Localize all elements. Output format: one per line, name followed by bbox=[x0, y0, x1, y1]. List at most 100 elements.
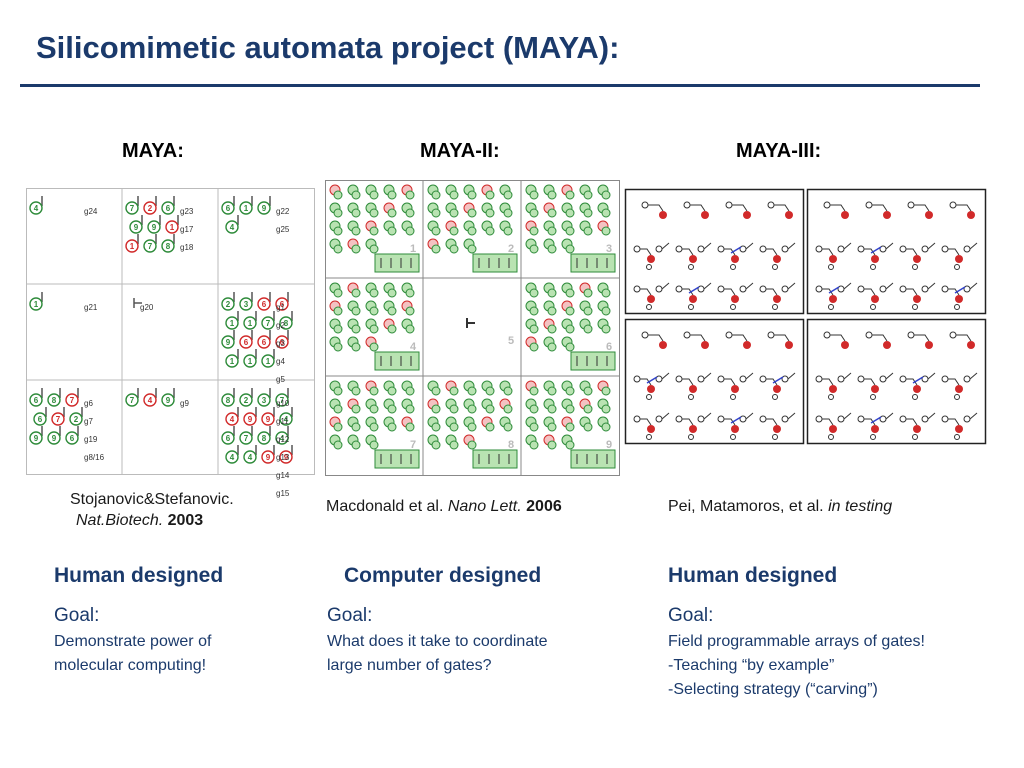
gate-input-circle bbox=[963, 245, 971, 253]
gate-input-circle bbox=[449, 404, 459, 414]
gate-input-circle bbox=[529, 288, 539, 298]
gate-label: g5 bbox=[276, 375, 285, 384]
gate-input-circle bbox=[547, 404, 557, 414]
gate-stem bbox=[724, 248, 736, 256]
gate-input-number: 6 bbox=[226, 434, 231, 443]
gate-input-circle bbox=[633, 375, 641, 383]
gate-input-circle bbox=[547, 324, 557, 334]
gate-stem bbox=[724, 418, 736, 426]
gate-input-circle bbox=[369, 190, 379, 200]
gate-input-circle bbox=[161, 201, 175, 215]
gate-input-number: 2 bbox=[148, 204, 153, 213]
gate-input-circle bbox=[949, 331, 957, 339]
gate-input-number: 8 bbox=[226, 396, 231, 405]
maya2-cell-number: 2 bbox=[508, 243, 514, 255]
gate-input-circle bbox=[431, 190, 441, 200]
gate-output-circle bbox=[731, 295, 739, 303]
gate-input-circle bbox=[405, 226, 415, 236]
gate-label: g8/16 bbox=[84, 453, 105, 462]
slide-title: Silicomimetic automata project (MAYA): bbox=[36, 30, 620, 65]
blue-strand bbox=[954, 286, 966, 294]
maya2-goal-label: Goal: bbox=[327, 605, 373, 626]
gate-input-circle bbox=[351, 208, 361, 218]
gate-input-circle bbox=[221, 431, 235, 445]
maya3-goal-label: Goal: bbox=[668, 605, 714, 626]
maya-heading: MAYA: bbox=[122, 140, 184, 162]
maya2-cell: 2 bbox=[427, 184, 518, 273]
gate-input-number: 7 bbox=[56, 415, 61, 424]
gate-output-circle bbox=[913, 425, 921, 433]
gate-stem bbox=[864, 418, 876, 426]
gate-stem bbox=[648, 204, 664, 212]
gate-input-circle bbox=[675, 375, 683, 383]
gate-input-circle bbox=[697, 415, 705, 423]
gate-stem bbox=[787, 372, 796, 380]
gate-stem bbox=[703, 412, 712, 420]
gate-input-circle bbox=[143, 393, 157, 407]
gate-stem bbox=[885, 242, 894, 250]
gate-input-circle bbox=[431, 386, 441, 396]
gate-input-circle bbox=[387, 306, 397, 316]
maya3-panel-border bbox=[806, 318, 987, 445]
gate-input-circle bbox=[646, 304, 652, 310]
gate-input-circle bbox=[333, 422, 343, 432]
gate-stem bbox=[640, 418, 652, 426]
gate-input-circle bbox=[547, 208, 557, 218]
gate-input-circle bbox=[857, 375, 865, 383]
gate-label: g2 bbox=[276, 321, 285, 330]
gate-input-circle bbox=[781, 245, 789, 253]
gate-output-box bbox=[374, 253, 420, 273]
gate-input-circle bbox=[583, 324, 593, 334]
gate-input-circle bbox=[772, 434, 778, 440]
gate-stem bbox=[843, 242, 852, 250]
gate-input-circle bbox=[369, 440, 379, 450]
gate-input-circle bbox=[243, 354, 257, 368]
gate-stem bbox=[927, 372, 936, 380]
maya2-cell: 5 bbox=[466, 318, 514, 347]
gate-input-circle bbox=[941, 285, 949, 293]
gate-input-circle bbox=[279, 450, 293, 464]
gate-stem bbox=[640, 378, 652, 386]
gate-stem bbox=[956, 334, 972, 342]
gate-input-circle bbox=[565, 226, 575, 236]
gate-input-circle bbox=[51, 412, 65, 426]
gate-input-circle bbox=[431, 226, 441, 236]
gate-input-circle bbox=[351, 244, 361, 254]
gate-input-circle bbox=[815, 375, 823, 383]
gate-input-circle bbox=[369, 422, 379, 432]
gate-input-circle bbox=[963, 415, 971, 423]
maya2-cell-number: 5 bbox=[508, 335, 514, 347]
gate-input-circle bbox=[161, 239, 175, 253]
gate-input-number: 2 bbox=[244, 396, 249, 405]
gate-input-circle bbox=[333, 226, 343, 236]
gate-input-circle bbox=[601, 288, 611, 298]
gate-input-number: 7 bbox=[244, 434, 249, 443]
gate-input-circle bbox=[912, 304, 918, 310]
gate-input-number: 1 bbox=[248, 357, 253, 366]
gate-stem bbox=[682, 378, 694, 386]
gate-input-circle bbox=[387, 404, 397, 414]
gate-input-circle bbox=[857, 415, 865, 423]
gate-input-circle bbox=[333, 342, 343, 352]
gate-input-circle bbox=[730, 434, 736, 440]
gate-output-circle bbox=[913, 295, 921, 303]
maya2-cell: 4 bbox=[329, 282, 420, 371]
gate-input-circle bbox=[405, 208, 415, 218]
gate-input-circle bbox=[583, 404, 593, 414]
gate-input-circle bbox=[921, 415, 929, 423]
gate-input-circle bbox=[467, 404, 477, 414]
gate-input-circle bbox=[333, 404, 343, 414]
gate-input-circle bbox=[717, 285, 725, 293]
gate-input-circle bbox=[730, 264, 736, 270]
gate-label: g6 bbox=[84, 399, 93, 408]
gate-stem bbox=[872, 204, 888, 212]
gate-input-circle bbox=[333, 324, 343, 334]
gate-input-circle bbox=[815, 245, 823, 253]
gate-output-circle bbox=[883, 211, 891, 219]
gate-input-circle bbox=[261, 316, 275, 330]
gate-input-circle bbox=[239, 393, 253, 407]
gate-input-circle bbox=[547, 422, 557, 432]
gate-input-circle bbox=[387, 226, 397, 236]
gate-input-circle bbox=[646, 434, 652, 440]
